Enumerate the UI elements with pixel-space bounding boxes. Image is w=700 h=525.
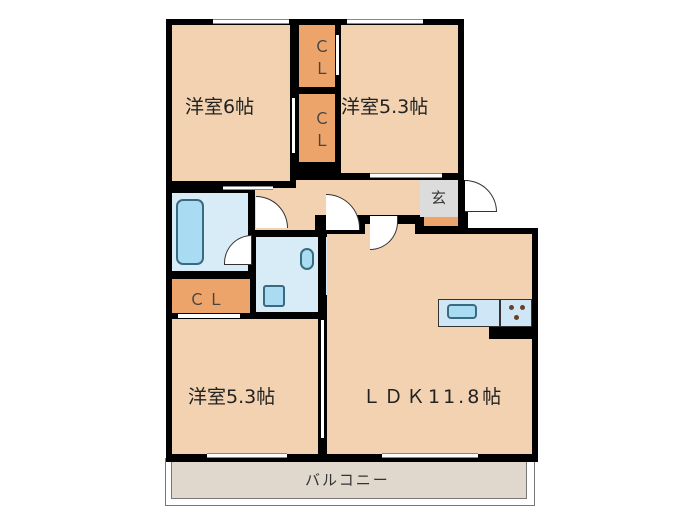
western-room-6-label: 洋室6帖 — [185, 96, 255, 118]
western-room-5-3-bottom-label: 洋室5.3帖 — [188, 386, 276, 408]
western-room-5-3-top — [341, 25, 458, 173]
entrance-door[interactable] — [465, 180, 497, 212]
hallway — [296, 180, 420, 215]
sink-icon — [447, 304, 477, 319]
sliding-door-ldk[interactable] — [321, 320, 324, 438]
entrance-step — [424, 217, 458, 226]
balcony-label: バルコニー — [305, 471, 390, 489]
closet-top-2-label: ＣＬ — [311, 110, 330, 154]
ldk — [327, 234, 532, 454]
window-bottom-left — [207, 453, 287, 458]
closet-bottom-label: ＣＬ — [189, 290, 228, 309]
bathtub-icon — [176, 199, 204, 265]
window-room6-top — [213, 19, 289, 24]
entrance — [420, 180, 458, 217]
window-room53-top — [347, 19, 423, 24]
western-room-6 — [172, 25, 290, 181]
closet-top-1-label: ＣＬ — [311, 38, 330, 82]
western-room-5-3-top-label: 洋室5.3帖 — [341, 96, 429, 118]
ldk-label: ＬＤＫ11.8帖 — [362, 386, 505, 408]
balcony — [165, 458, 535, 506]
closet-door-left[interactable] — [292, 98, 295, 153]
window-room6-bottom — [223, 186, 273, 190]
entrance-label: 玄 — [431, 189, 447, 207]
stove-icon — [506, 302, 530, 324]
window-room53-bottom — [370, 173, 442, 178]
closet-top-1 — [299, 25, 335, 87]
kitchen-backwall — [489, 327, 532, 339]
western-room-5-3-bottom — [172, 319, 318, 454]
stove-divider — [499, 299, 501, 327]
window-bottom-right — [382, 453, 478, 458]
closet-bottom — [172, 279, 250, 313]
closet-top-2 — [299, 94, 335, 162]
washing-machine-icon — [263, 285, 285, 307]
closet-bottom-door[interactable] — [178, 314, 240, 318]
washbasin-icon — [300, 248, 314, 270]
closet-door-right[interactable] — [336, 35, 339, 75]
